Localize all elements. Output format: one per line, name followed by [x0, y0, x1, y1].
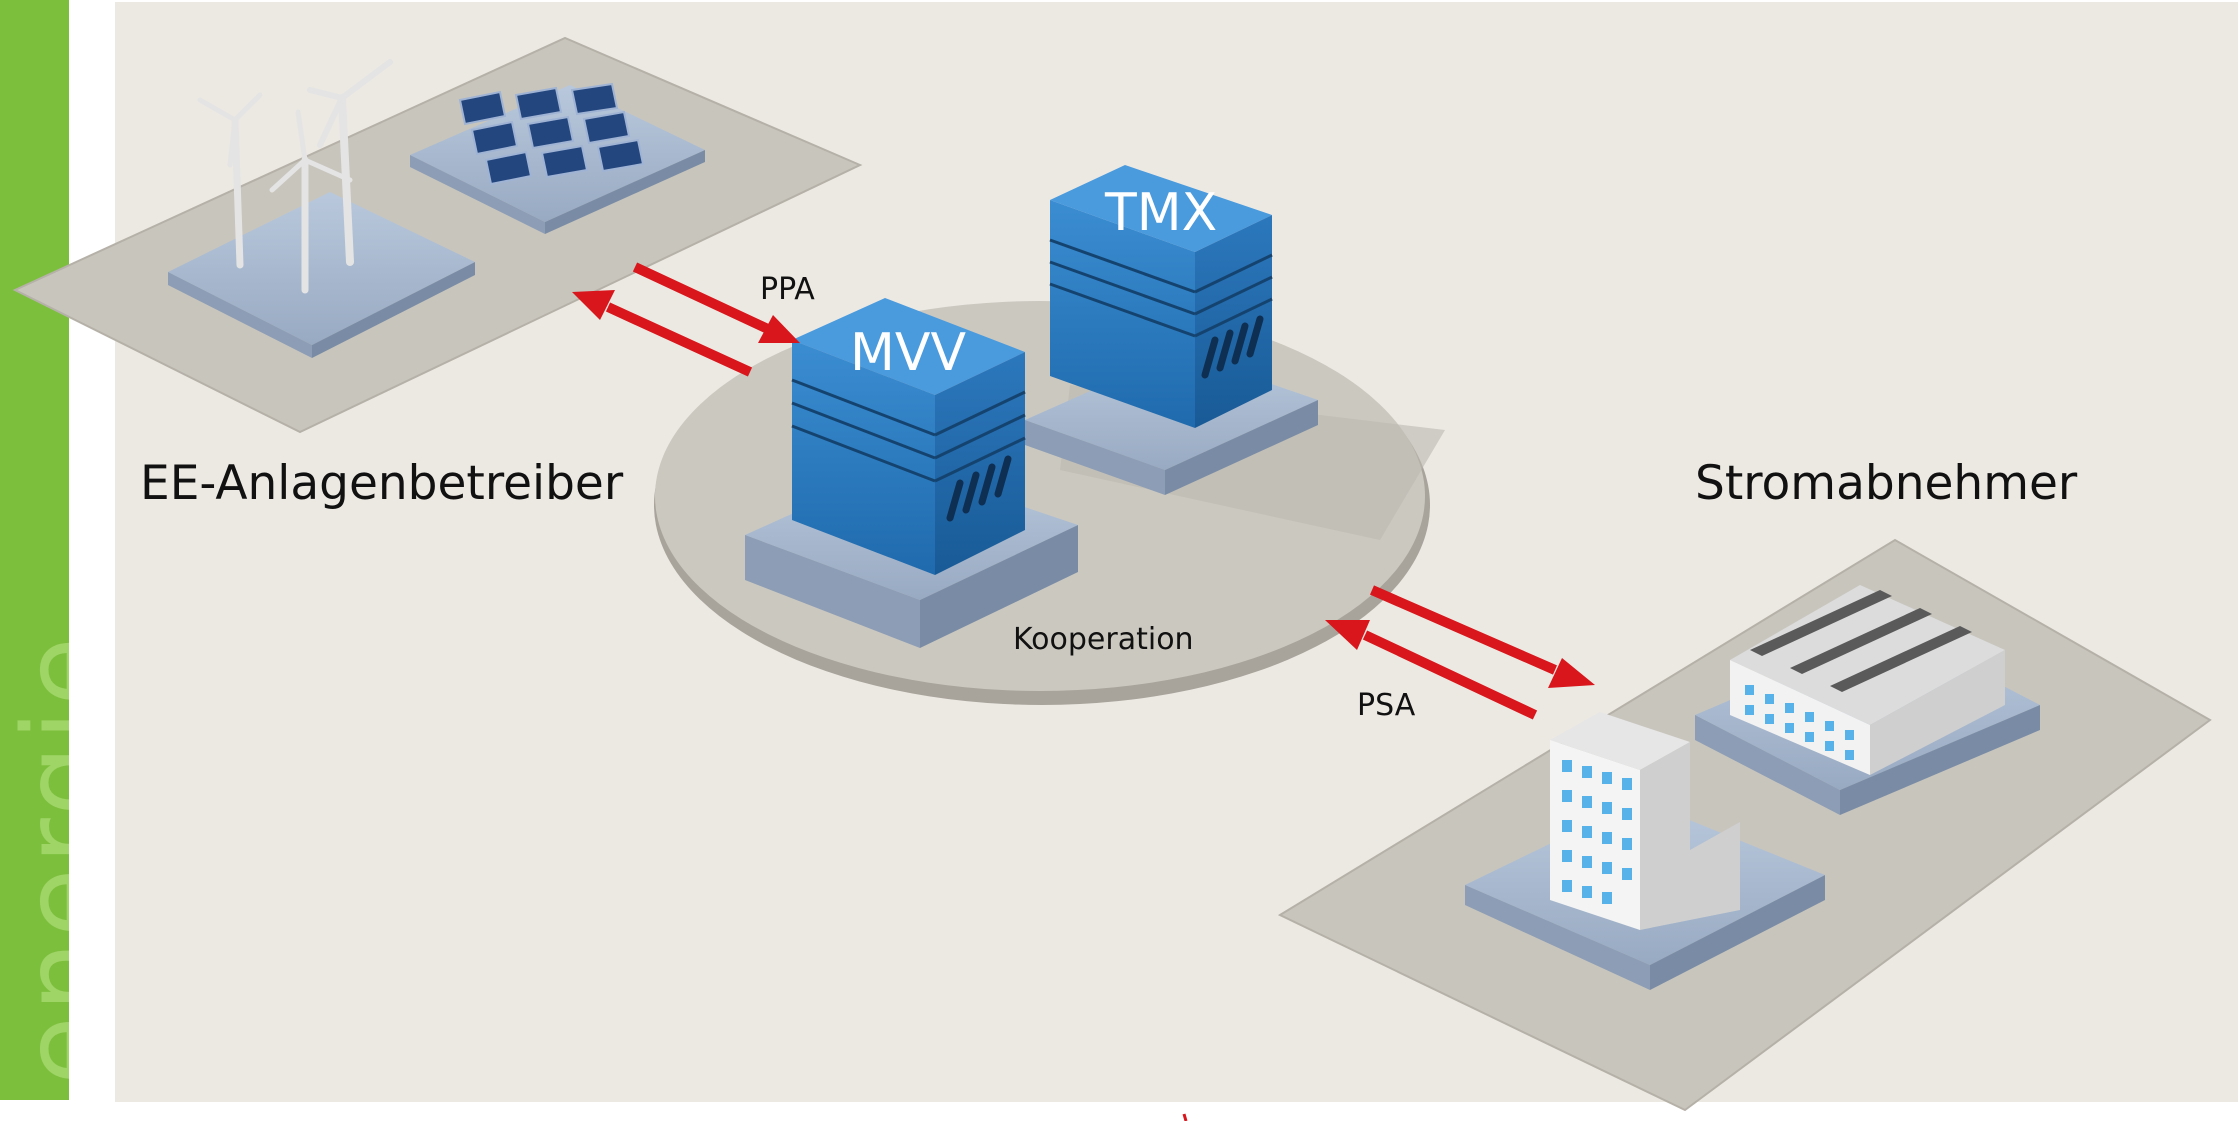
mvv-label: MVV [850, 323, 967, 383]
psa-arrows [1325, 585, 1595, 720]
ppa-label: PPA [760, 272, 815, 307]
office-building-icon [1550, 712, 1740, 930]
ppa-arrows [572, 262, 800, 377]
red-mark [1182, 1113, 1188, 1121]
mvv-server [745, 298, 1078, 648]
cooperation-label: Kooperation [1013, 622, 1194, 657]
tmx-label: TMX [1105, 183, 1218, 243]
psa-label: PSA [1357, 688, 1416, 723]
solar-panel-icon [458, 82, 645, 186]
left-zone-label: EE-Anlagenbetreiber [140, 456, 624, 511]
wind-turbine-icon [197, 59, 393, 294]
right-zone-label: Stromabnehmer [1695, 456, 2078, 511]
tmx-server [1025, 165, 1318, 495]
factory-icon [1730, 585, 2005, 775]
sidebar: energie [0, 0, 69, 1100]
